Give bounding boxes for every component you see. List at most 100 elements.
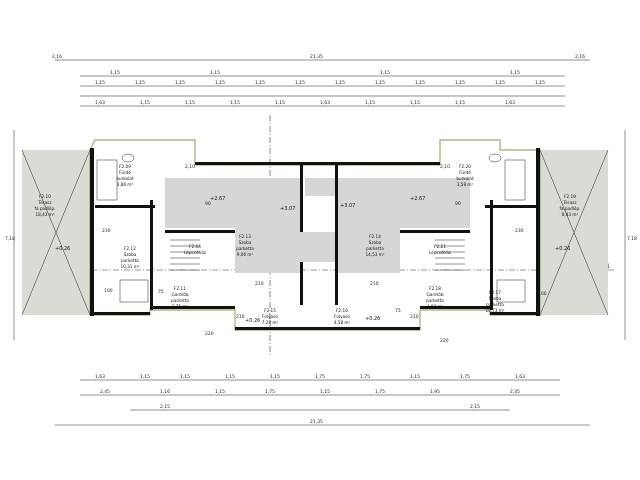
svg-text:F2.19: F2.19: [564, 194, 576, 199]
washbasin-right: [488, 153, 502, 163]
center-top-zone: [305, 178, 335, 196]
bathtub-left: [96, 159, 118, 201]
room-label: F2.18 Gardrób parketta 4,08 m²: [426, 286, 444, 309]
svg-text:1,15: 1,15: [140, 374, 150, 380]
svg-text:230: 230: [515, 228, 524, 234]
svg-text:1,15: 1,15: [320, 389, 330, 395]
bottom-dimension-chains: 1,63 1,15 1,15 1,15 1,15 1,75 1,75 1,15 …: [55, 374, 590, 426]
top-dim: 1,15: [415, 80, 425, 86]
svg-text:Gardrób: Gardrób: [427, 292, 444, 297]
svg-text:1,15: 1,15: [225, 374, 235, 380]
wall: [485, 205, 540, 208]
svg-text:fa padlóp.: fa padlóp.: [560, 206, 581, 211]
svg-text:1,15: 1,15: [410, 374, 420, 380]
svg-text:Lépcsőház: Lépcsőház: [184, 250, 207, 255]
stair-zone-left: [165, 178, 235, 228]
svg-text:2,15: 2,15: [470, 404, 480, 410]
wall: [536, 148, 540, 316]
top-dim: 1,15: [275, 100, 285, 106]
svg-text:Szoba: Szoba: [124, 252, 137, 257]
svg-text:F2.13: F2.13: [239, 234, 251, 239]
room-label: F2.09 Fürdő burkolat 3,86 m²: [116, 164, 134, 187]
room-label: F2.21 Lépcsőház: [429, 244, 452, 255]
svg-text:7,28 m²: 7,28 m²: [262, 320, 279, 325]
svg-text:burkolat: burkolat: [456, 176, 474, 181]
terrace-left-cross: [21, 149, 91, 316]
svg-text:1,15: 1,15: [215, 389, 225, 395]
wardrobe-right: [496, 279, 526, 303]
wall: [90, 148, 94, 316]
top-dim-left-small: 2,16: [52, 54, 62, 60]
svg-text:1,15: 1,15: [180, 374, 190, 380]
svg-text:90: 90: [205, 201, 211, 207]
top-dim: 1,15: [410, 100, 420, 106]
top-dim: 1,15: [335, 80, 345, 86]
top-dim: 1,63: [320, 100, 330, 106]
top-dim: 1,15: [455, 100, 465, 106]
svg-text:parketta: parketta: [426, 298, 444, 303]
inner-dimensions: 2,10 2,10 90 90 230 230 100 100 210 210 …: [102, 164, 547, 344]
top-dim: 1,63: [95, 100, 105, 106]
svg-text:parketta: parketta: [366, 246, 384, 251]
top-dim: 1,15: [495, 80, 505, 86]
side-dim-left: 7,18: [5, 236, 15, 242]
top-dim: 1,15: [140, 100, 150, 106]
svg-text:Szoba: Szoba: [489, 296, 502, 301]
svg-text:220: 220: [205, 331, 214, 337]
svg-text:3,86 m²: 3,86 m²: [117, 182, 134, 187]
stair-zone-right: [400, 178, 470, 228]
top-dim: 1,63: [505, 100, 515, 106]
wall: [420, 306, 490, 309]
svg-text:75: 75: [158, 289, 164, 295]
svg-text:10,73 m²: 10,73 m²: [485, 308, 504, 313]
svg-text:Szoba: Szoba: [369, 240, 382, 245]
level-marker: +3.07: [340, 203, 355, 209]
top-dim: 1,15: [185, 100, 195, 106]
top-dim: 1,15: [535, 80, 545, 86]
corridor-zone-right: [338, 178, 400, 273]
level-marker: +0.26: [55, 246, 70, 252]
room-label: F2.04 Lépcsőház: [184, 244, 207, 255]
top-dim: 1,15: [510, 70, 520, 76]
top-dim: 1,15: [230, 100, 240, 106]
svg-text:1,16: 1,16: [160, 389, 170, 395]
svg-text:3,58 m²: 3,58 m²: [457, 182, 474, 187]
svg-text:1,63: 1,63: [515, 374, 525, 380]
room-labels: F2.10 Terasz fa padlóp. 18,43 m² F2.12 S…: [35, 164, 581, 325]
svg-text:Folyosó: Folyosó: [262, 314, 278, 319]
room-label: F2.10 Terasz fa padlóp. 18,43 m²: [35, 194, 56, 217]
terrace-right-cross: [539, 149, 609, 316]
top-dim: 1,15: [175, 80, 185, 86]
top-dim: 1,15: [95, 80, 105, 86]
corridor-zone-left: [235, 178, 300, 273]
svg-text:9,06 m²: 9,06 m²: [237, 252, 254, 257]
svg-text:18,43 m²: 18,43 m²: [35, 212, 54, 217]
wall: [165, 230, 235, 233]
top-dim-right-small: 2,16: [575, 54, 585, 60]
room-label: F2.19 Terasz fa padlóp. 8,43 m²: [560, 194, 581, 217]
top-dim: 1,15: [295, 80, 305, 86]
top-dim: 1,15: [210, 70, 220, 76]
svg-text:1,75: 1,75: [265, 389, 275, 395]
svg-text:4,08 m²: 4,08 m²: [427, 304, 444, 309]
svg-text:burkolat: burkolat: [116, 176, 134, 181]
room-label: F2.14 Szoba parketta 14,53 m²: [365, 234, 384, 257]
svg-text:1,75: 1,75: [375, 389, 385, 395]
top-dim: 1,15: [380, 70, 390, 76]
svg-text:1,75: 1,75: [360, 374, 370, 380]
svg-text:Szoba: Szoba: [239, 240, 252, 245]
svg-text:F2.21: F2.21: [434, 244, 446, 249]
svg-text:F2.16: F2.16: [336, 308, 348, 313]
svg-text:2,15: 2,15: [160, 404, 170, 410]
top-dim: 1,15: [255, 80, 265, 86]
svg-text:210: 210: [236, 314, 245, 320]
room-label: F2.17 Szoba parketta 10,73 m²: [485, 290, 504, 313]
center-zone: [300, 232, 335, 262]
side-dim-right: 7,18: [627, 236, 637, 242]
top-dim: 1,15: [455, 80, 465, 86]
svg-text:F2.15: F2.15: [264, 308, 276, 313]
svg-text:210: 210: [255, 281, 264, 287]
svg-text:10,31 m²: 10,31 m²: [120, 264, 139, 269]
svg-text:21,35: 21,35: [310, 419, 323, 425]
wall: [235, 327, 420, 330]
